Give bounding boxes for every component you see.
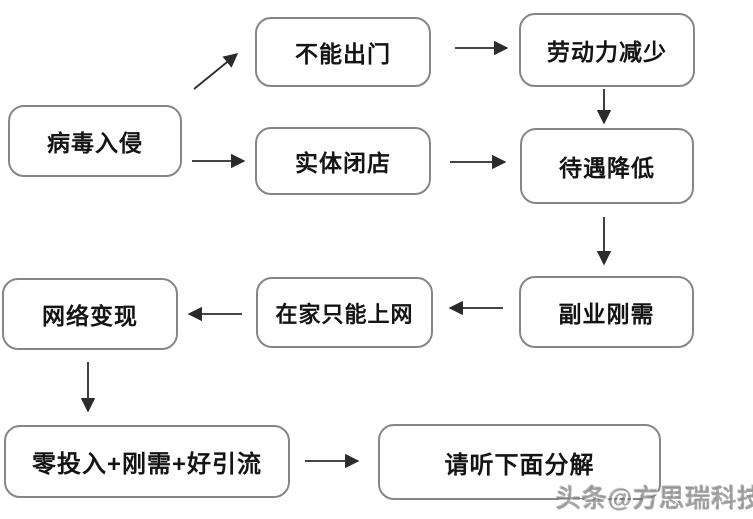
node-zero-investment-formula: 零投入+刚需+好引流: [4, 425, 290, 498]
node-virus-invasion: 病毒入侵: [8, 105, 182, 177]
node-cannot-go-out: 不能出门: [255, 17, 431, 87]
watermark-toutiao-account: 头条@方思瑞科技: [556, 485, 753, 513]
node-listen-breakdown: 请听下面分解: [378, 424, 661, 500]
node-online-monetization: 网络变现: [2, 278, 178, 350]
node-home-only-internet: 在家只能上网: [256, 277, 433, 348]
node-labor-force-decrease: 劳动力减少: [519, 13, 695, 87]
node-stores-closed: 实体闭店: [255, 127, 431, 195]
node-side-job-demand: 副业刚需: [519, 276, 694, 348]
node-pay-lowered: 待遇降低: [520, 128, 694, 204]
arrow-virus-to-cannot-go-out: [193, 53, 239, 90]
